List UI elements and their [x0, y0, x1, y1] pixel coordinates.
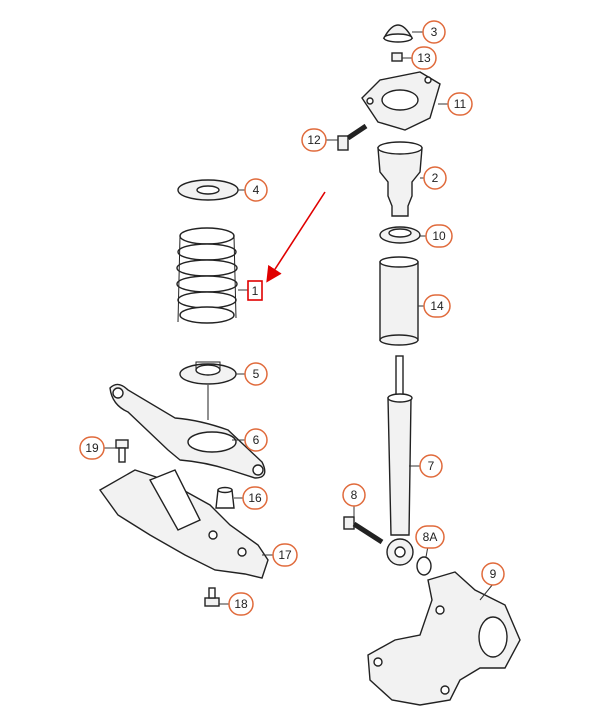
callout-1: 1: [247, 280, 263, 301]
callout-7: 7: [419, 454, 443, 478]
spring-seat-10: [379, 226, 421, 244]
wheel-bearing-housing: [367, 571, 521, 706]
lower-spring-seat: [179, 361, 237, 385]
top-mount: [361, 71, 441, 131]
svg-text:11: 11: [454, 97, 467, 111]
bolt-18: [204, 587, 220, 607]
svg-text:17: 17: [278, 548, 292, 562]
upper-spring-seat: [177, 179, 239, 201]
svg-text:1: 1: [252, 284, 259, 298]
svg-text:16: 16: [248, 491, 262, 505]
shock-absorber: [386, 355, 414, 566]
washer-8a: [416, 556, 432, 576]
callout-2: 2: [423, 166, 447, 190]
bolt-19: [115, 439, 129, 463]
svg-text:6: 6: [253, 433, 260, 447]
nut-13: [391, 52, 403, 62]
bolt-8: [343, 516, 384, 545]
subframe-17: [98, 469, 269, 579]
callout-19: 19: [79, 436, 105, 460]
callout-8: 8: [342, 483, 366, 507]
callout-14: 14: [423, 294, 451, 318]
svg-text:8: 8: [351, 488, 358, 502]
callout-10: 10: [425, 224, 453, 248]
callout-12: 12: [301, 128, 327, 152]
svg-text:8A: 8A: [423, 530, 438, 544]
callout-17: 17: [272, 543, 298, 567]
protective-tube: [379, 256, 419, 346]
svg-text:4: 4: [253, 183, 260, 197]
svg-text:9: 9: [490, 567, 497, 581]
callout-6: 6: [244, 428, 268, 452]
svg-text:14: 14: [430, 299, 444, 313]
svg-text:12: 12: [307, 133, 321, 147]
callout-8a: 8A: [415, 525, 445, 549]
svg-text:3: 3: [431, 25, 438, 39]
svg-text:2: 2: [432, 171, 439, 185]
svg-text:18: 18: [234, 597, 248, 611]
lower-control-arm: [109, 383, 266, 479]
bolt-12: [337, 123, 368, 151]
callout-4: 4: [244, 178, 268, 202]
svg-text:10: 10: [432, 229, 446, 243]
callout-3: 3: [422, 20, 446, 44]
callout-5: 5: [244, 362, 268, 386]
callout-18: 18: [228, 592, 254, 616]
svg-text:5: 5: [253, 367, 260, 381]
callout-16: 16: [242, 486, 268, 510]
callout-13: 13: [411, 46, 437, 70]
callout-9: 9: [481, 562, 505, 586]
svg-text:7: 7: [428, 459, 435, 473]
svg-text:19: 19: [85, 441, 99, 455]
callout-11: 11: [447, 92, 473, 116]
svg-text:13: 13: [417, 51, 431, 65]
bump-stop-2: [377, 141, 423, 217]
highlight-arrow: [266, 191, 326, 283]
coil-spring: [176, 227, 238, 324]
dust-cap: [382, 24, 414, 43]
bump-stop-16: [215, 486, 235, 509]
